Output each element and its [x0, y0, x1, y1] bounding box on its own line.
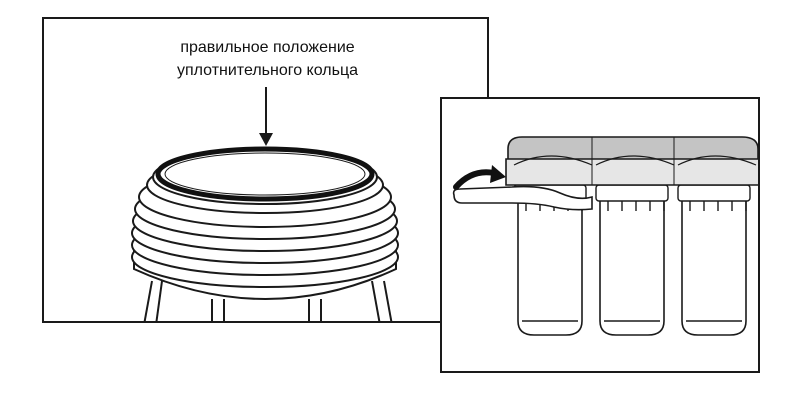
filter-assembly-panel [440, 97, 760, 373]
seal-ring-detail-panel: правильное положение уплотнительного кол… [42, 17, 489, 323]
housing-thread-rings [131, 156, 399, 300]
housing-legs [143, 280, 393, 321]
down-arrow-icon [259, 87, 273, 146]
filter-head [505, 136, 758, 186]
filter-bowls [517, 198, 747, 336]
curved-arrow-icon [453, 165, 506, 190]
caption-line-2: уплотнительного кольца [176, 62, 359, 79]
seal-ring [152, 146, 378, 205]
triple-filter-with-wrench-icon [452, 136, 758, 336]
caption-line-1: правильное положение [180, 39, 355, 56]
wrench-icon [452, 185, 593, 211]
seal-ring-caption: правильное положение уплотнительного кол… [44, 36, 487, 82]
housing-top-illustration [131, 87, 399, 321]
